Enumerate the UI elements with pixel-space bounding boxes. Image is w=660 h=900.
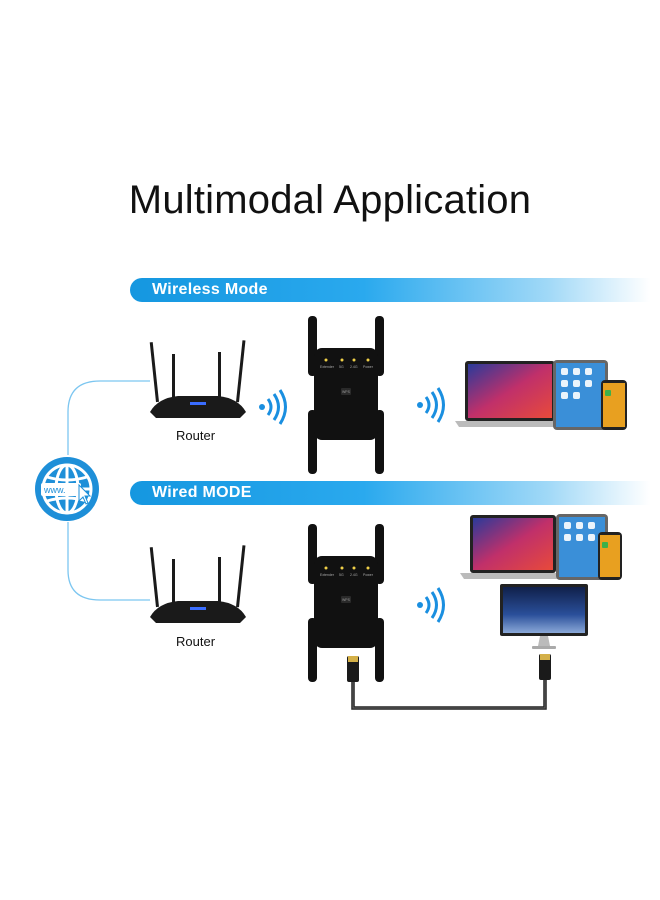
wifi-signal-icon xyxy=(259,389,287,425)
led-label: 5G xyxy=(339,365,344,369)
wired-mode-banner: Wired MODE xyxy=(130,481,650,505)
client-devices-icon xyxy=(460,514,622,580)
led-label: 2.4G xyxy=(350,365,358,369)
client-devices-icon xyxy=(455,360,627,430)
globe-text: www. xyxy=(43,485,66,495)
led-label: Power xyxy=(363,365,374,369)
wifi-extender-icon: Extender 5G 2.4G Power WPS xyxy=(308,524,384,682)
router-label: Router xyxy=(176,428,216,443)
router-icon xyxy=(149,545,246,623)
wired-mode-label: Wired MODE xyxy=(152,484,252,501)
router-icon xyxy=(149,340,246,418)
wifi-extender-icon: Extender 5G 2.4G Power WPS xyxy=(308,316,384,474)
globe-icon: www. xyxy=(35,457,99,521)
page-title: Multimodal Application xyxy=(128,178,532,222)
led-label: 5G xyxy=(339,573,344,577)
wifi-signal-icon xyxy=(417,387,445,423)
wps-badge: WPS xyxy=(342,598,351,602)
wps-badge: WPS xyxy=(342,390,351,394)
desktop-monitor-icon xyxy=(500,584,588,649)
led-label: Extender xyxy=(320,573,335,577)
led-label: Power xyxy=(363,573,374,577)
led-label: Extender xyxy=(320,365,335,369)
ethernet-plug-icon xyxy=(347,656,359,682)
led-label: 2.4G xyxy=(350,573,358,577)
ethernet-plug-icon xyxy=(539,654,551,680)
router-label: Router xyxy=(176,634,216,649)
wireless-mode-banner: Wireless Mode xyxy=(130,278,650,302)
wifi-signal-icon xyxy=(417,587,445,623)
wireless-mode-label: Wireless Mode xyxy=(152,281,268,298)
